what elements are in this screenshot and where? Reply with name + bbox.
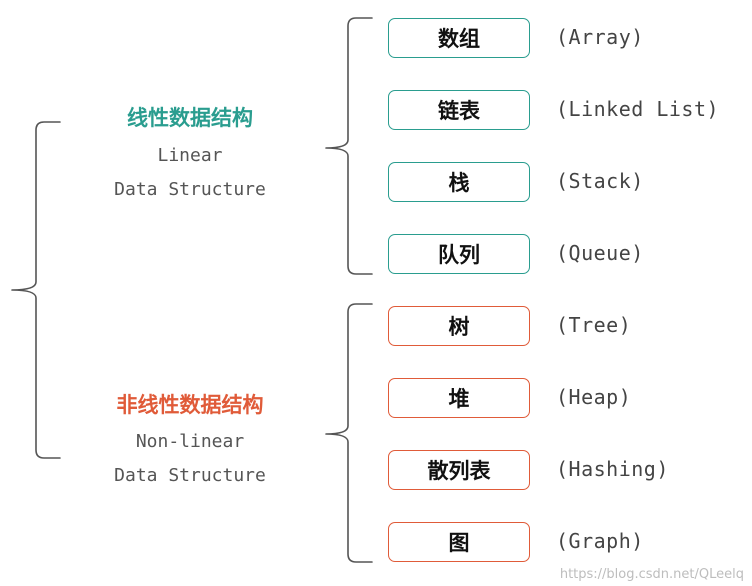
nonlinear-category-en-line2: Data Structure	[114, 465, 266, 486]
item-en-stack: (Stack)	[556, 169, 644, 193]
outer-bracket	[11, 121, 61, 459]
linear-category-title: 线性数据结构	[127, 106, 253, 130]
item-box-array: 数组	[388, 18, 530, 58]
item-box-queue: 队列	[388, 234, 530, 274]
item-en-hashing: (Hashing)	[556, 457, 669, 481]
item-en-array: (Array)	[556, 25, 644, 49]
nonlinear-category-en-line1: Non-linear	[135, 431, 245, 452]
linear-bracket	[325, 17, 373, 275]
item-box-hashing: 散列表	[388, 450, 530, 490]
item-en-graph: (Graph)	[556, 529, 644, 553]
nonlinear-category-title: 非线性数据结构	[116, 393, 264, 417]
item-box-graph: 图	[388, 522, 530, 562]
item-box-tree: 树	[388, 306, 530, 346]
item-en-linked-list: (Linked List)	[556, 97, 720, 121]
item-en-queue: (Queue)	[556, 241, 644, 265]
nonlinear-bracket	[325, 303, 373, 563]
linear-category-en-line1: Linear	[157, 145, 223, 166]
item-en-heap: (Heap)	[556, 385, 632, 409]
item-box-linked-list: 链表	[388, 90, 530, 130]
item-box-stack: 栈	[388, 162, 530, 202]
watermark: https://blog.csdn.net/QLeelq	[559, 567, 744, 582]
linear-category-en-line2: Data Structure	[114, 179, 266, 200]
item-box-heap: 堆	[388, 378, 530, 418]
item-en-tree: (Tree)	[556, 313, 632, 337]
